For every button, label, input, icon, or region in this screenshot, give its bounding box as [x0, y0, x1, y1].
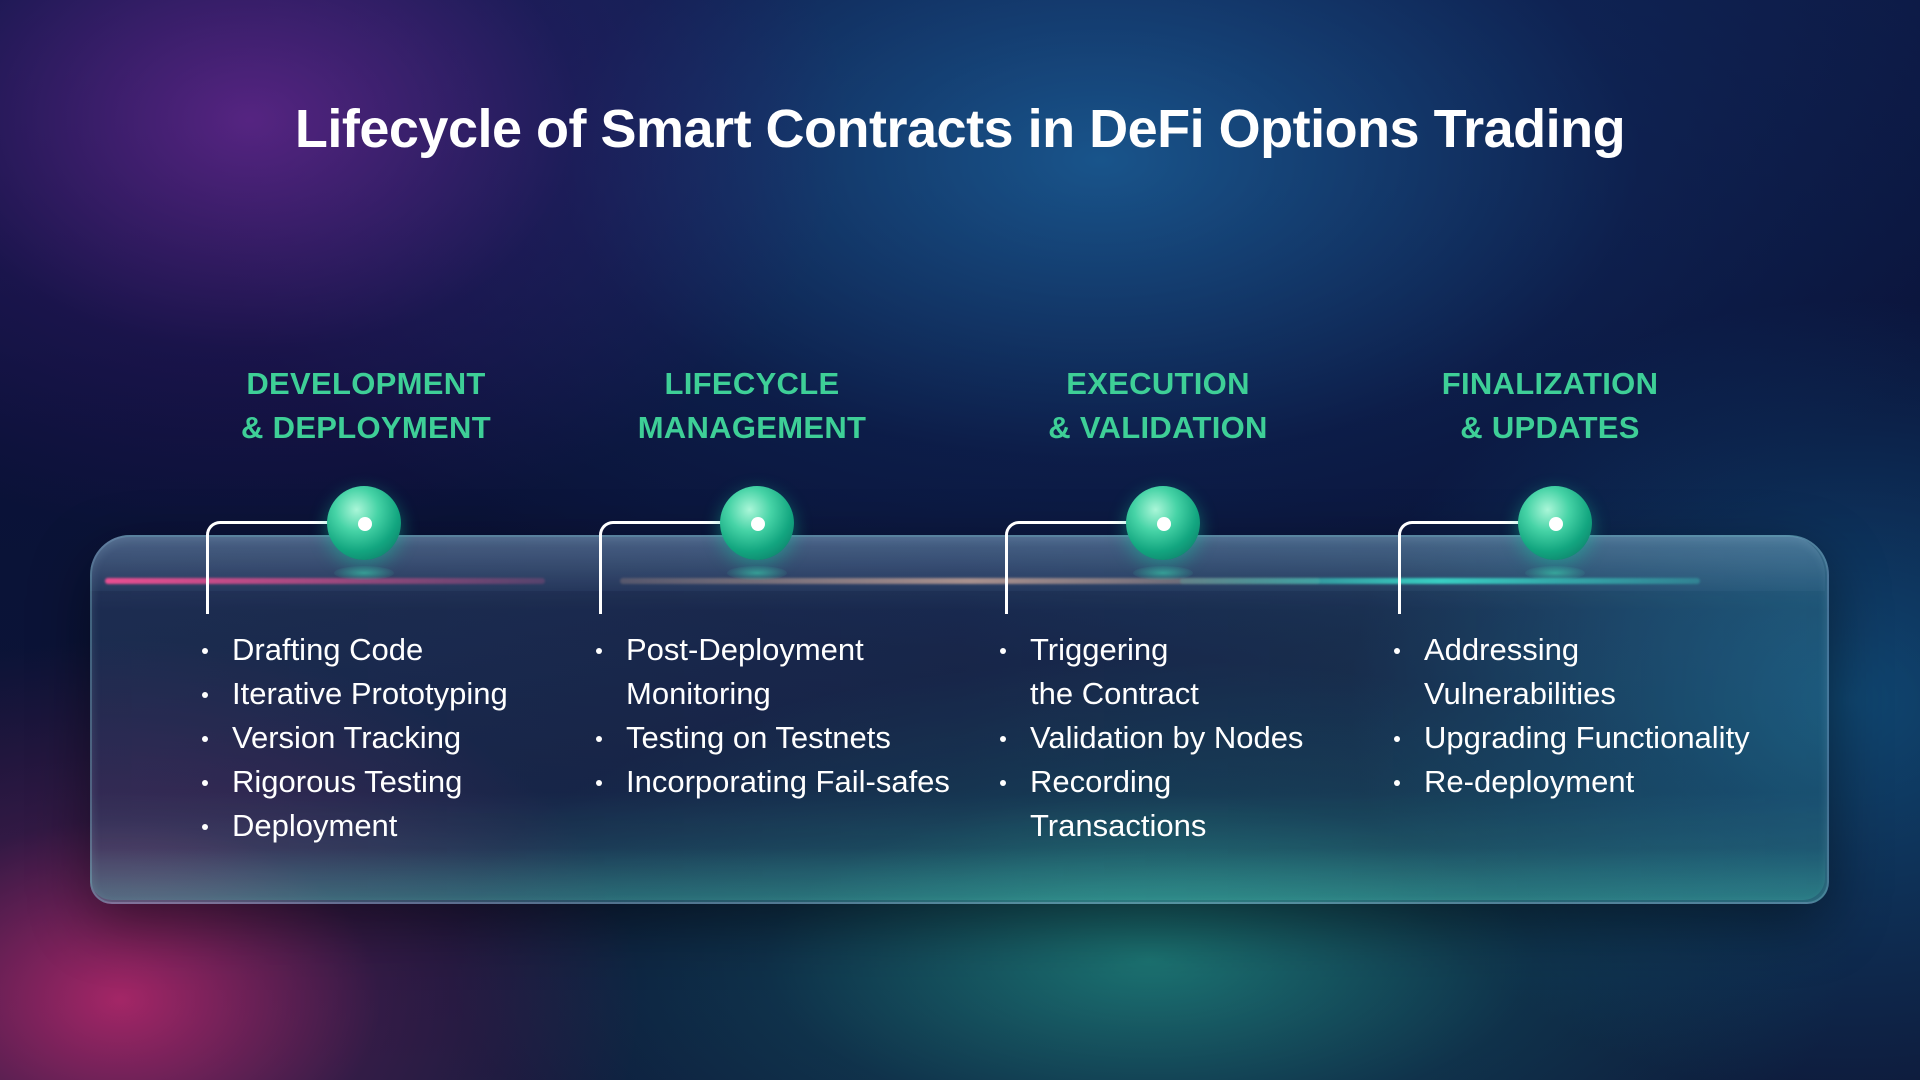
- stage-items-lifecycle: Post-Deployment Monitoring Testing on Te…: [596, 628, 950, 804]
- list-item: Post-Deployment Monitoring: [596, 628, 950, 716]
- stage-title-line: EXECUTION: [1066, 366, 1250, 401]
- stage-title-finalization: FINALIZATION & UPDATES: [1350, 362, 1750, 450]
- list-item: Iterative Prototyping: [202, 672, 508, 716]
- stage-title-line: MANAGEMENT: [637, 410, 867, 445]
- node-reflection: [1525, 566, 1585, 580]
- list-item: Addressing Vulnerabilities: [1394, 628, 1750, 716]
- connector-line: [1005, 521, 1168, 614]
- node-reflection: [334, 566, 394, 580]
- node-dot: [751, 517, 765, 531]
- platform-edge-glow-pink: [105, 578, 545, 584]
- glass-platform: [90, 535, 1829, 904]
- stage-title-line: & DEPLOYMENT: [241, 410, 491, 445]
- stage-node-icon: [1518, 486, 1592, 560]
- stage-title-lifecycle: LIFECYCLE MANAGEMENT: [552, 362, 952, 450]
- node-dot: [358, 517, 372, 531]
- stage-items-development: Drafting Code Iterative Prototyping Vers…: [202, 628, 508, 848]
- connector-line: [599, 521, 762, 614]
- stage-title-line: LIFECYCLE: [664, 366, 840, 401]
- stage-items-execution: Triggering the Contract Validation by No…: [1000, 628, 1303, 848]
- platform-edge-glow-warm: [620, 578, 1320, 584]
- node-reflection: [1133, 566, 1193, 580]
- stage-node-icon: [1126, 486, 1200, 560]
- list-item: Recording Transactions: [1000, 760, 1303, 848]
- stage-title-line: FINALIZATION: [1441, 366, 1659, 401]
- list-item: Validation by Nodes: [1000, 716, 1303, 760]
- list-item: Re-deployment: [1394, 760, 1750, 804]
- list-item: Rigorous Testing: [202, 760, 508, 804]
- connector-line: [206, 521, 369, 614]
- platform-bottom-glow: [90, 848, 1825, 900]
- stage-node-icon: [327, 486, 401, 560]
- stage-title-line: & UPDATES: [1460, 410, 1640, 445]
- platform-edge-glow-teal: [1180, 578, 1700, 584]
- stage-node-icon: [720, 486, 794, 560]
- node-reflection: [727, 566, 787, 580]
- list-item: Drafting Code: [202, 628, 508, 672]
- node-dot: [1157, 517, 1171, 531]
- list-item: Testing on Testnets: [596, 716, 950, 760]
- stage-title-line: DEVELOPMENT: [246, 366, 486, 401]
- stage-title-line: & VALIDATION: [1048, 410, 1268, 445]
- list-item: Upgrading Functionality: [1394, 716, 1750, 760]
- list-item: Triggering the Contract: [1000, 628, 1303, 716]
- page-title: Lifecycle of Smart Contracts in DeFi Opt…: [294, 99, 1626, 159]
- stage-title-execution: EXECUTION & VALIDATION: [958, 362, 1358, 450]
- connector-line: [1398, 521, 1561, 614]
- node-dot: [1549, 517, 1563, 531]
- list-item: Incorporating Fail-safes: [596, 760, 950, 804]
- list-item: Version Tracking: [202, 716, 508, 760]
- stage-title-development: DEVELOPMENT & DEPLOYMENT: [166, 362, 566, 450]
- stage-items-finalization: Addressing Vulnerabilities Upgrading Fun…: [1394, 628, 1750, 804]
- list-item: Deployment: [202, 804, 508, 848]
